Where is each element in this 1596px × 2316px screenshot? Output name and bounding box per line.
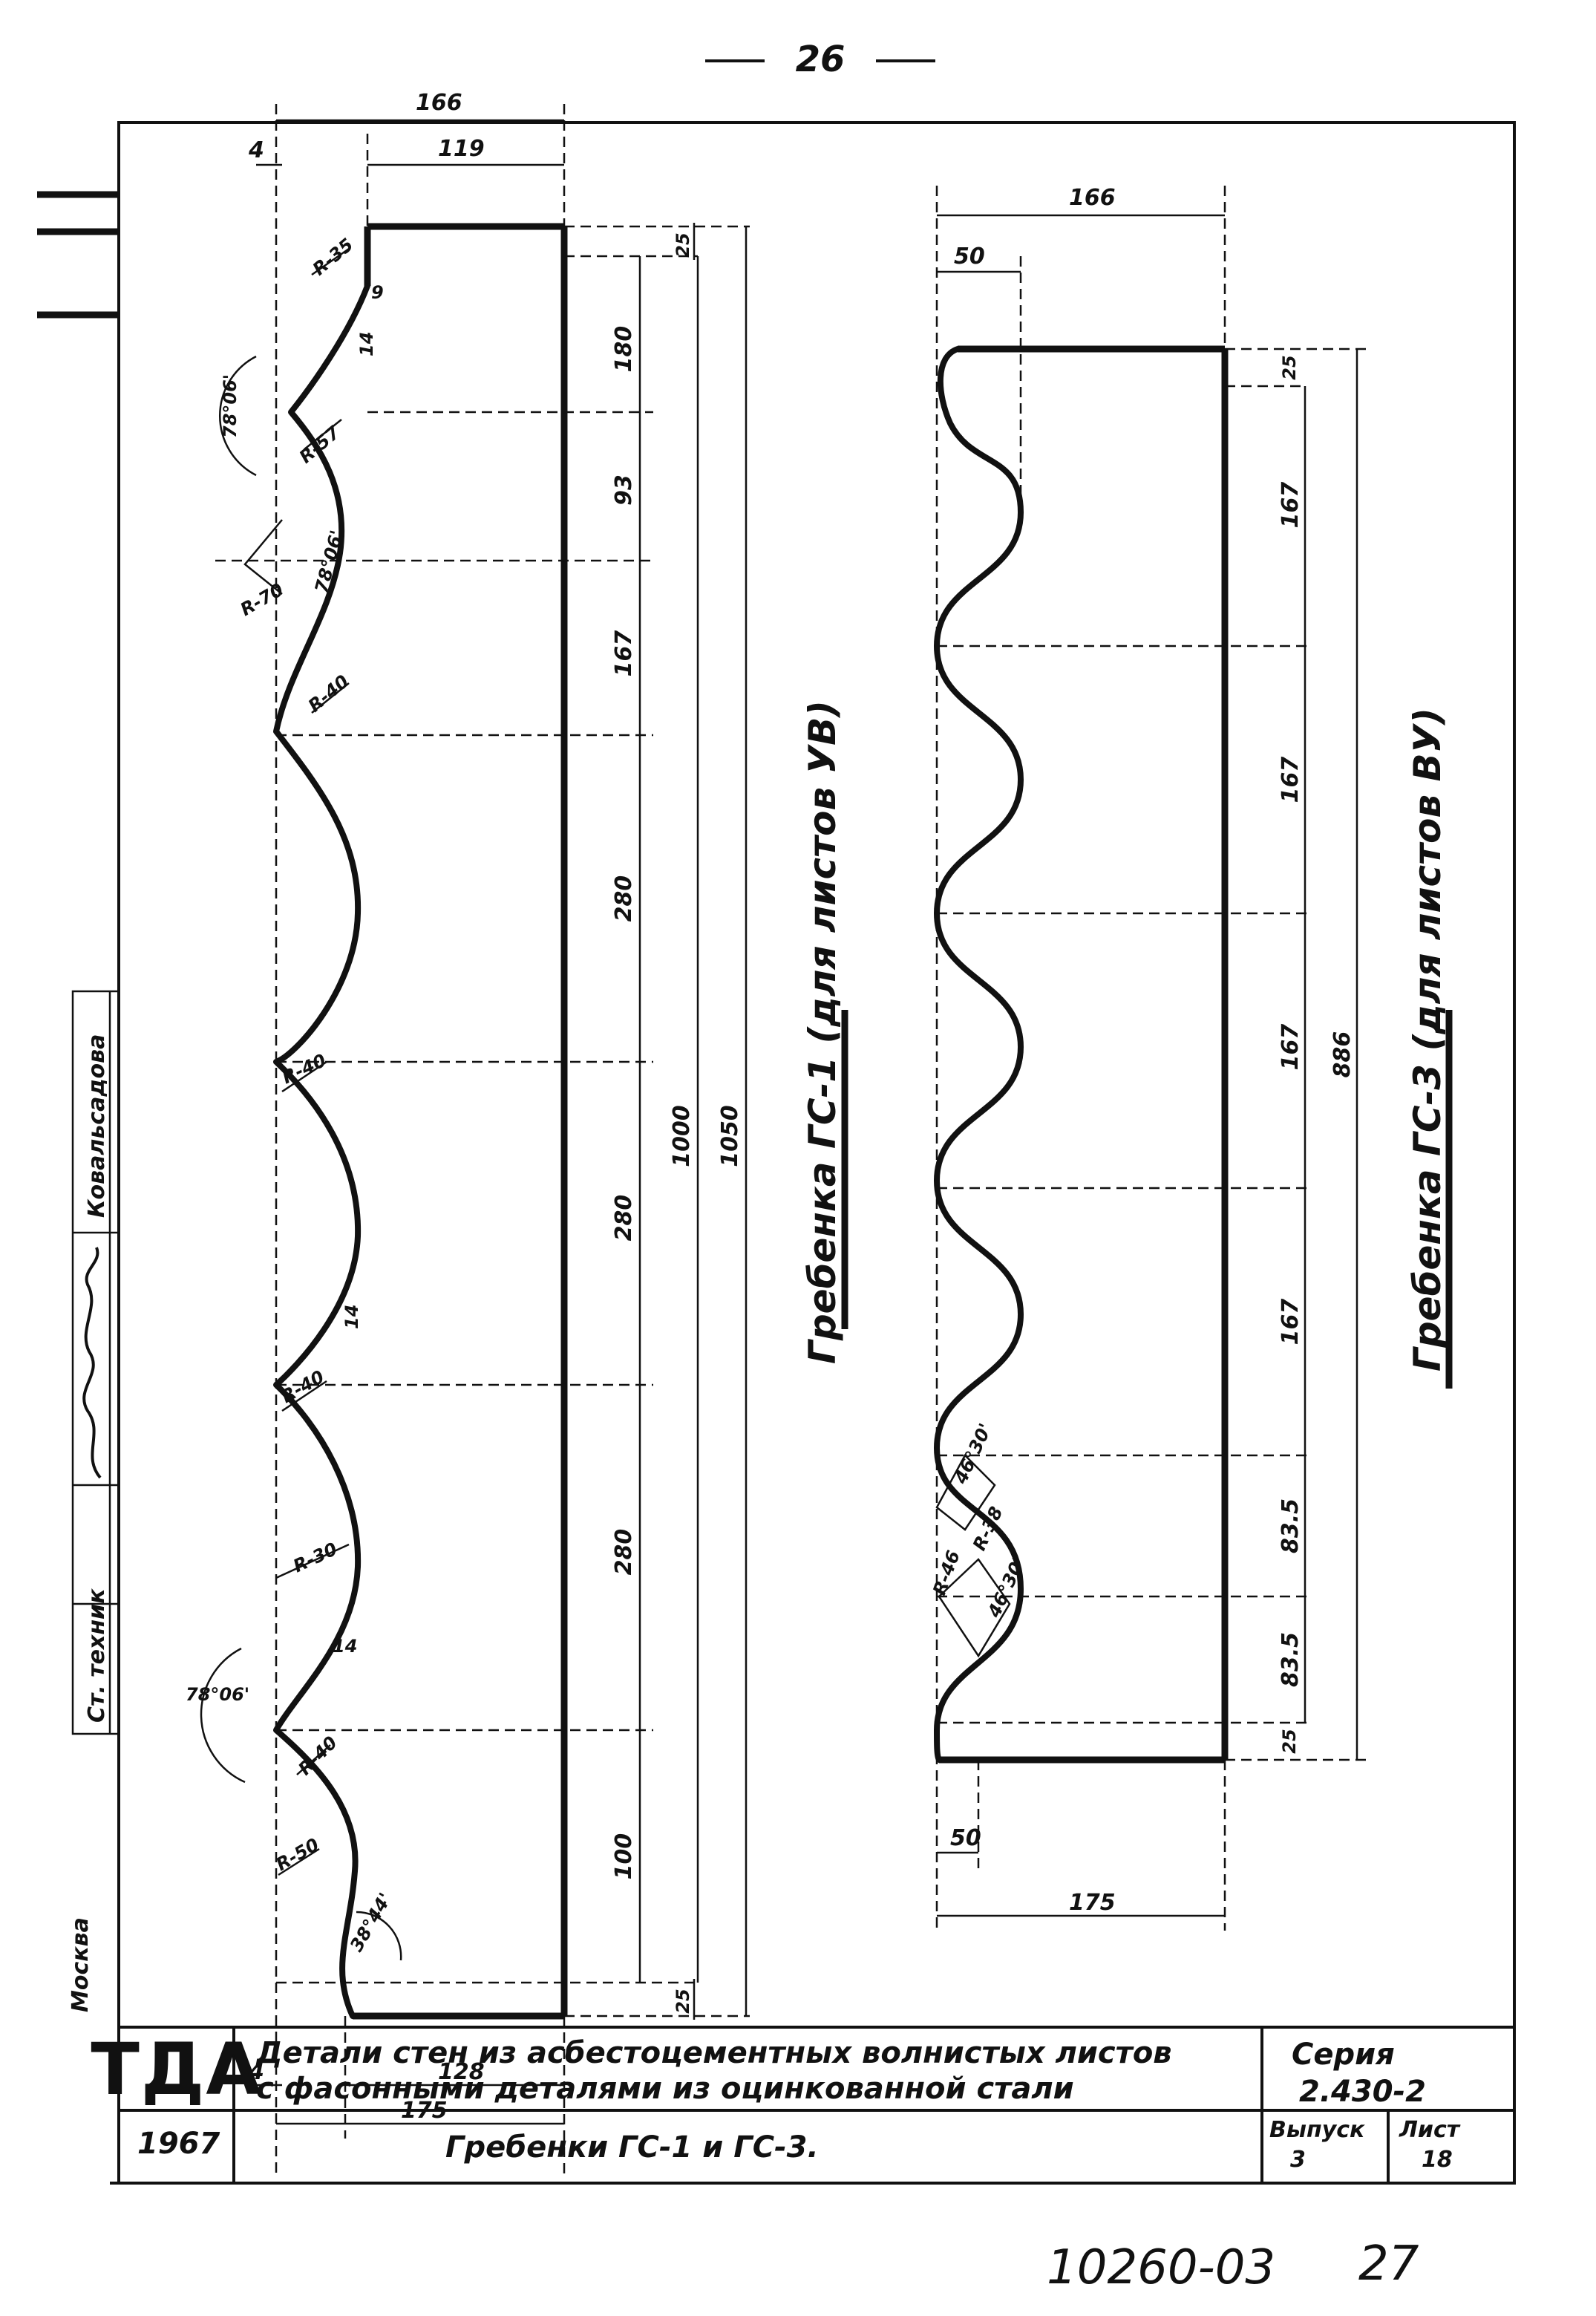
gs1-angle-2: 78°06'	[311, 528, 347, 595]
gs1-radius-1: R-35	[309, 234, 357, 279]
gs3-seg-167d: 167	[1278, 1299, 1304, 1345]
gs1-radius-7: R-30	[290, 1539, 341, 1577]
gs1-seg-280b: 280	[611, 1195, 637, 1242]
gs1-seg-180: 180	[611, 326, 637, 373]
gs1-radius-leader	[296, 1744, 331, 1775]
gs1-total-1000: 1000	[669, 1105, 695, 1167]
tb-description-2: с фасонными деталями из оцинкованной ста…	[256, 2072, 1074, 2106]
gs3-seg-167b: 167	[1278, 757, 1304, 803]
gs1-small-14c: 14	[333, 1636, 357, 1657]
gs1-seg-280c: 280	[611, 1529, 637, 1576]
org-code: ТДА	[91, 2028, 262, 2111]
gs3-title: Гребенка ГС-3 (для листов ВУ)	[1406, 708, 1449, 1371]
gs1-dim-119: 119	[438, 136, 485, 162]
gs1-radius-leader	[275, 1543, 350, 1579]
gs3-dim-50-bottom: 50	[950, 1825, 981, 1851]
gs1-small-14a: 14	[356, 332, 377, 356]
signer-name: Ковальсадова	[84, 1034, 110, 1218]
tb-issue-label: Выпуск	[1269, 2117, 1365, 2143]
gs3-dim-50-top: 50	[954, 244, 985, 270]
gs1-angle-arc	[356, 1911, 402, 1961]
gs3-wave-profile	[934, 346, 1024, 1763]
title-block: ТДА Детали стен из асбестоцементных волн…	[91, 2026, 1514, 2183]
tb-sheet-value: 18	[1422, 2147, 1453, 2173]
gs3-dim-25-top: 25	[1279, 355, 1300, 379]
comb-gs1: 166 119 4 128 175 4 180 93 167 280 280 2…	[186, 90, 848, 2176]
gs3-angle-wedge	[935, 1453, 996, 1531]
gs3-dim-25-bottom: 25	[1279, 1729, 1300, 1753]
tb-issue-value: 3	[1290, 2147, 1306, 2173]
gs1-dim-166: 166	[416, 90, 462, 116]
gs1-seg-280a: 280	[611, 875, 637, 922]
gs1-radius-leader	[304, 419, 342, 450]
tb-series-label: Серия	[1292, 2038, 1395, 2072]
gs1-radius-leader	[281, 1060, 327, 1093]
gs1-title: Гребенка ГС-1 (для листов УВ)	[801, 700, 844, 1364]
gs1-dim-25-bottom: 25	[673, 1989, 693, 2013]
gs3-seg-167a: 167	[1278, 482, 1304, 529]
gs3-seg-835a: 83.5	[1278, 1498, 1304, 1553]
gs1-wave-profile	[273, 283, 370, 2019]
gs1-total-1050: 1050	[717, 1105, 743, 1167]
gs1-angle-arc	[219, 355, 257, 477]
gs1-radius-3: R-70	[237, 579, 287, 620]
gs1-radius-4: R-40	[304, 671, 353, 716]
tb-series-value: 2.430-2	[1299, 2075, 1426, 2109]
gs1-angle-arc	[200, 1647, 246, 1784]
gs3-angle-wedge	[938, 1558, 1011, 1658]
gs1-radius-leader	[281, 1380, 327, 1412]
gs3-seg-835b: 83.5	[1278, 1632, 1304, 1687]
gs1-dim-25-top: 25	[673, 232, 693, 257]
gs3-total-886: 886	[1330, 1031, 1355, 1078]
gs3-angle-1: 46°30'	[950, 1420, 996, 1488]
gs1-dim-4-bottom: 4	[248, 2059, 264, 2085]
gs3-radius-2: R-46	[929, 1547, 964, 1598]
gs3-dim-175: 175	[1069, 1890, 1116, 1916]
gs1-dim-128: 128	[438, 2059, 485, 2085]
gs1-small-9: 9	[371, 282, 384, 303]
comb-gs3: 166 50 50 175 167 167 167 167 83.5 83.5 …	[929, 185, 1453, 1931]
gs1-seg-100: 100	[611, 1833, 637, 1880]
gs1-angle-1: 78°06'	[220, 374, 241, 438]
signer-role: Ст. техник	[84, 1588, 110, 1723]
handwritten-signature	[82, 1247, 102, 1479]
gs3-seg-167c: 167	[1278, 1024, 1304, 1071]
gs1-radius-leader	[311, 682, 350, 714]
tb-sheet-label: Лист	[1399, 2117, 1461, 2143]
gs3-dim-166: 166	[1069, 185, 1116, 211]
tb-description-1: Детали стен из асбестоцементных волнисты…	[255, 2036, 1172, 2070]
city-label: Москва	[68, 1917, 94, 2012]
gs1-dim-4-top: 4	[248, 137, 264, 163]
gs1-angle-wedge	[243, 519, 283, 595]
gs1-radius-9: R-50	[272, 1834, 323, 1875]
archive-number: 10260-03	[1047, 2240, 1275, 2295]
tb-year: 1967	[137, 2127, 220, 2161]
page-number: 26	[796, 39, 846, 80]
gs1-small-14b: 14	[341, 1305, 362, 1329]
gs1-radius-leader	[311, 247, 350, 276]
gs1-seg-167: 167	[611, 630, 637, 677]
tb-sheet-title: Гребенки ГС-1 и ГС-3.	[445, 2130, 819, 2165]
archive-sheet: 27	[1358, 2237, 1419, 2291]
gs1-angle-3: 78°06'	[186, 1684, 249, 1705]
gs1-seg-93: 93	[611, 474, 637, 506]
signature-block	[71, 990, 120, 1735]
gs1-radius-leader	[278, 1847, 320, 1876]
